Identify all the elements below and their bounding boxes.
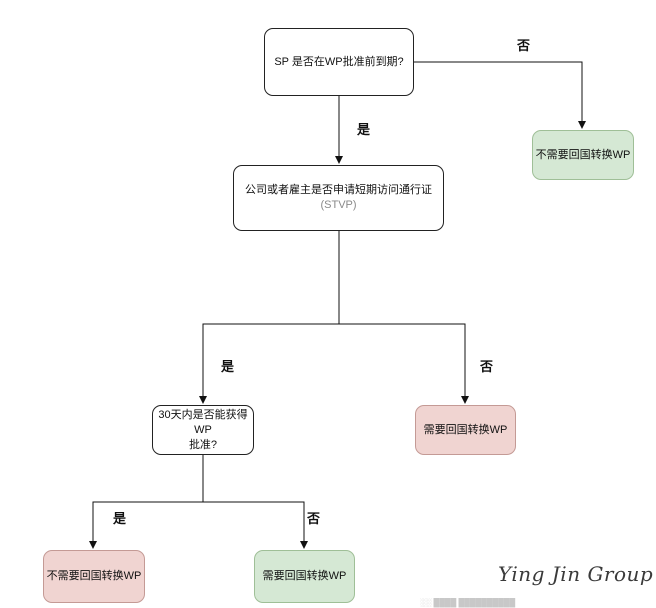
watermark-logo: Ying Jin Group: [498, 562, 654, 586]
edge-label-stvp-no: 否: [480, 360, 494, 375]
decision-stvp: 公司或者雇主是否申请短期访问通行证 (STVP): [233, 165, 444, 231]
decision-sp-expire: SP 是否在WP批准前到期?: [264, 28, 414, 96]
edge-stvp-yes: [199, 323, 339, 404]
decision-wp-30days: 30天内是否能获得WP 批准?: [152, 405, 254, 455]
edge-label-stvp-yes: 是: [221, 360, 235, 375]
decision-stvp-abbr: (STVP): [320, 199, 357, 211]
footer-blurred-text: ░░ ████ ██████████: [420, 598, 516, 607]
decision-wp-30days-line2: 批准?: [188, 438, 218, 451]
edge-wp-no: [203, 501, 308, 549]
result-need-return-bottom: 需要回国转换WP: [254, 550, 355, 603]
edge-label-sp-yes: 是: [357, 123, 371, 138]
result-need-return-mid-text: 需要回国转换WP: [423, 423, 508, 436]
result-no-return-top: 不需要回国转换WP: [532, 130, 634, 180]
decision-stvp-text: 公司或者雇主是否申请短期访问通行证: [245, 184, 432, 196]
decision-sp-expire-text: SP 是否在WP批准前到期?: [274, 55, 404, 68]
result-no-return-bottom: 不需要回国转换WP: [43, 550, 145, 603]
result-no-return-bottom-text: 不需要回国转换WP: [46, 570, 142, 582]
edge-label-sp-no: 否: [517, 39, 531, 54]
edge-wp-yes: [89, 501, 203, 549]
decision-wp-30days-line1: 30天内是否能获得WP: [158, 408, 248, 436]
edge-label-wp-no: 否: [307, 512, 321, 527]
result-need-return-bottom-text: 需要回国转换WP: [262, 570, 347, 582]
result-no-return-top-text: 不需要回国转换WP: [535, 148, 631, 161]
result-need-return-mid: 需要回国转换WP: [415, 405, 516, 455]
edge-stvp-no: [339, 323, 469, 404]
edge-label-wp-yes: 是: [113, 512, 127, 527]
edge-sp-no: [414, 61, 586, 129]
